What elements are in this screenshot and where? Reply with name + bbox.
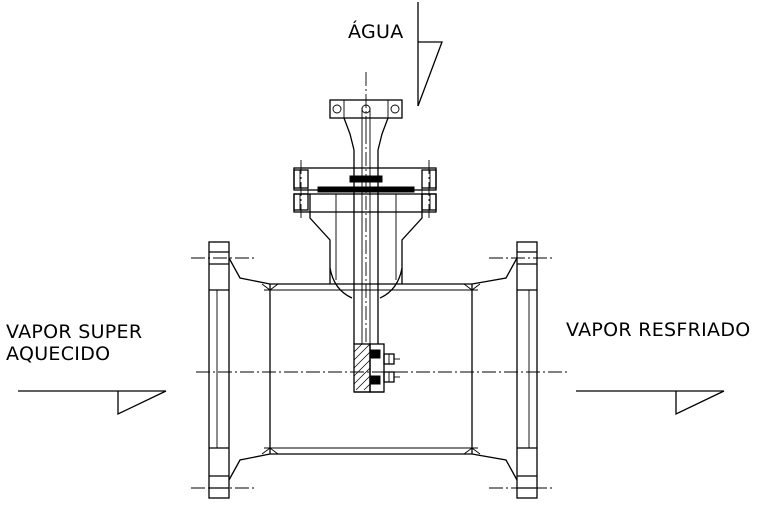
- inlet-label-line1: VAPOR SUPER: [6, 321, 142, 343]
- outlet-label: VAPOR RESFRIADO: [566, 319, 751, 341]
- water-inlet-flange: [329, 99, 403, 151]
- water-label: ÁGUA: [348, 20, 404, 43]
- left-flange: [208, 241, 271, 499]
- nozzle-flange: [293, 160, 437, 218]
- right-flange: [471, 241, 538, 499]
- outlet-flow-arrow: [576, 390, 725, 416]
- pipe-body: [261, 283, 481, 455]
- inlet-label-line2: AQUECIDO: [6, 343, 110, 365]
- water-flow-arrow: [417, 2, 443, 107]
- spray-nozzle-head: [353, 343, 400, 393]
- spray-lance: [349, 108, 383, 344]
- inlet-flow-arrow: [18, 390, 167, 416]
